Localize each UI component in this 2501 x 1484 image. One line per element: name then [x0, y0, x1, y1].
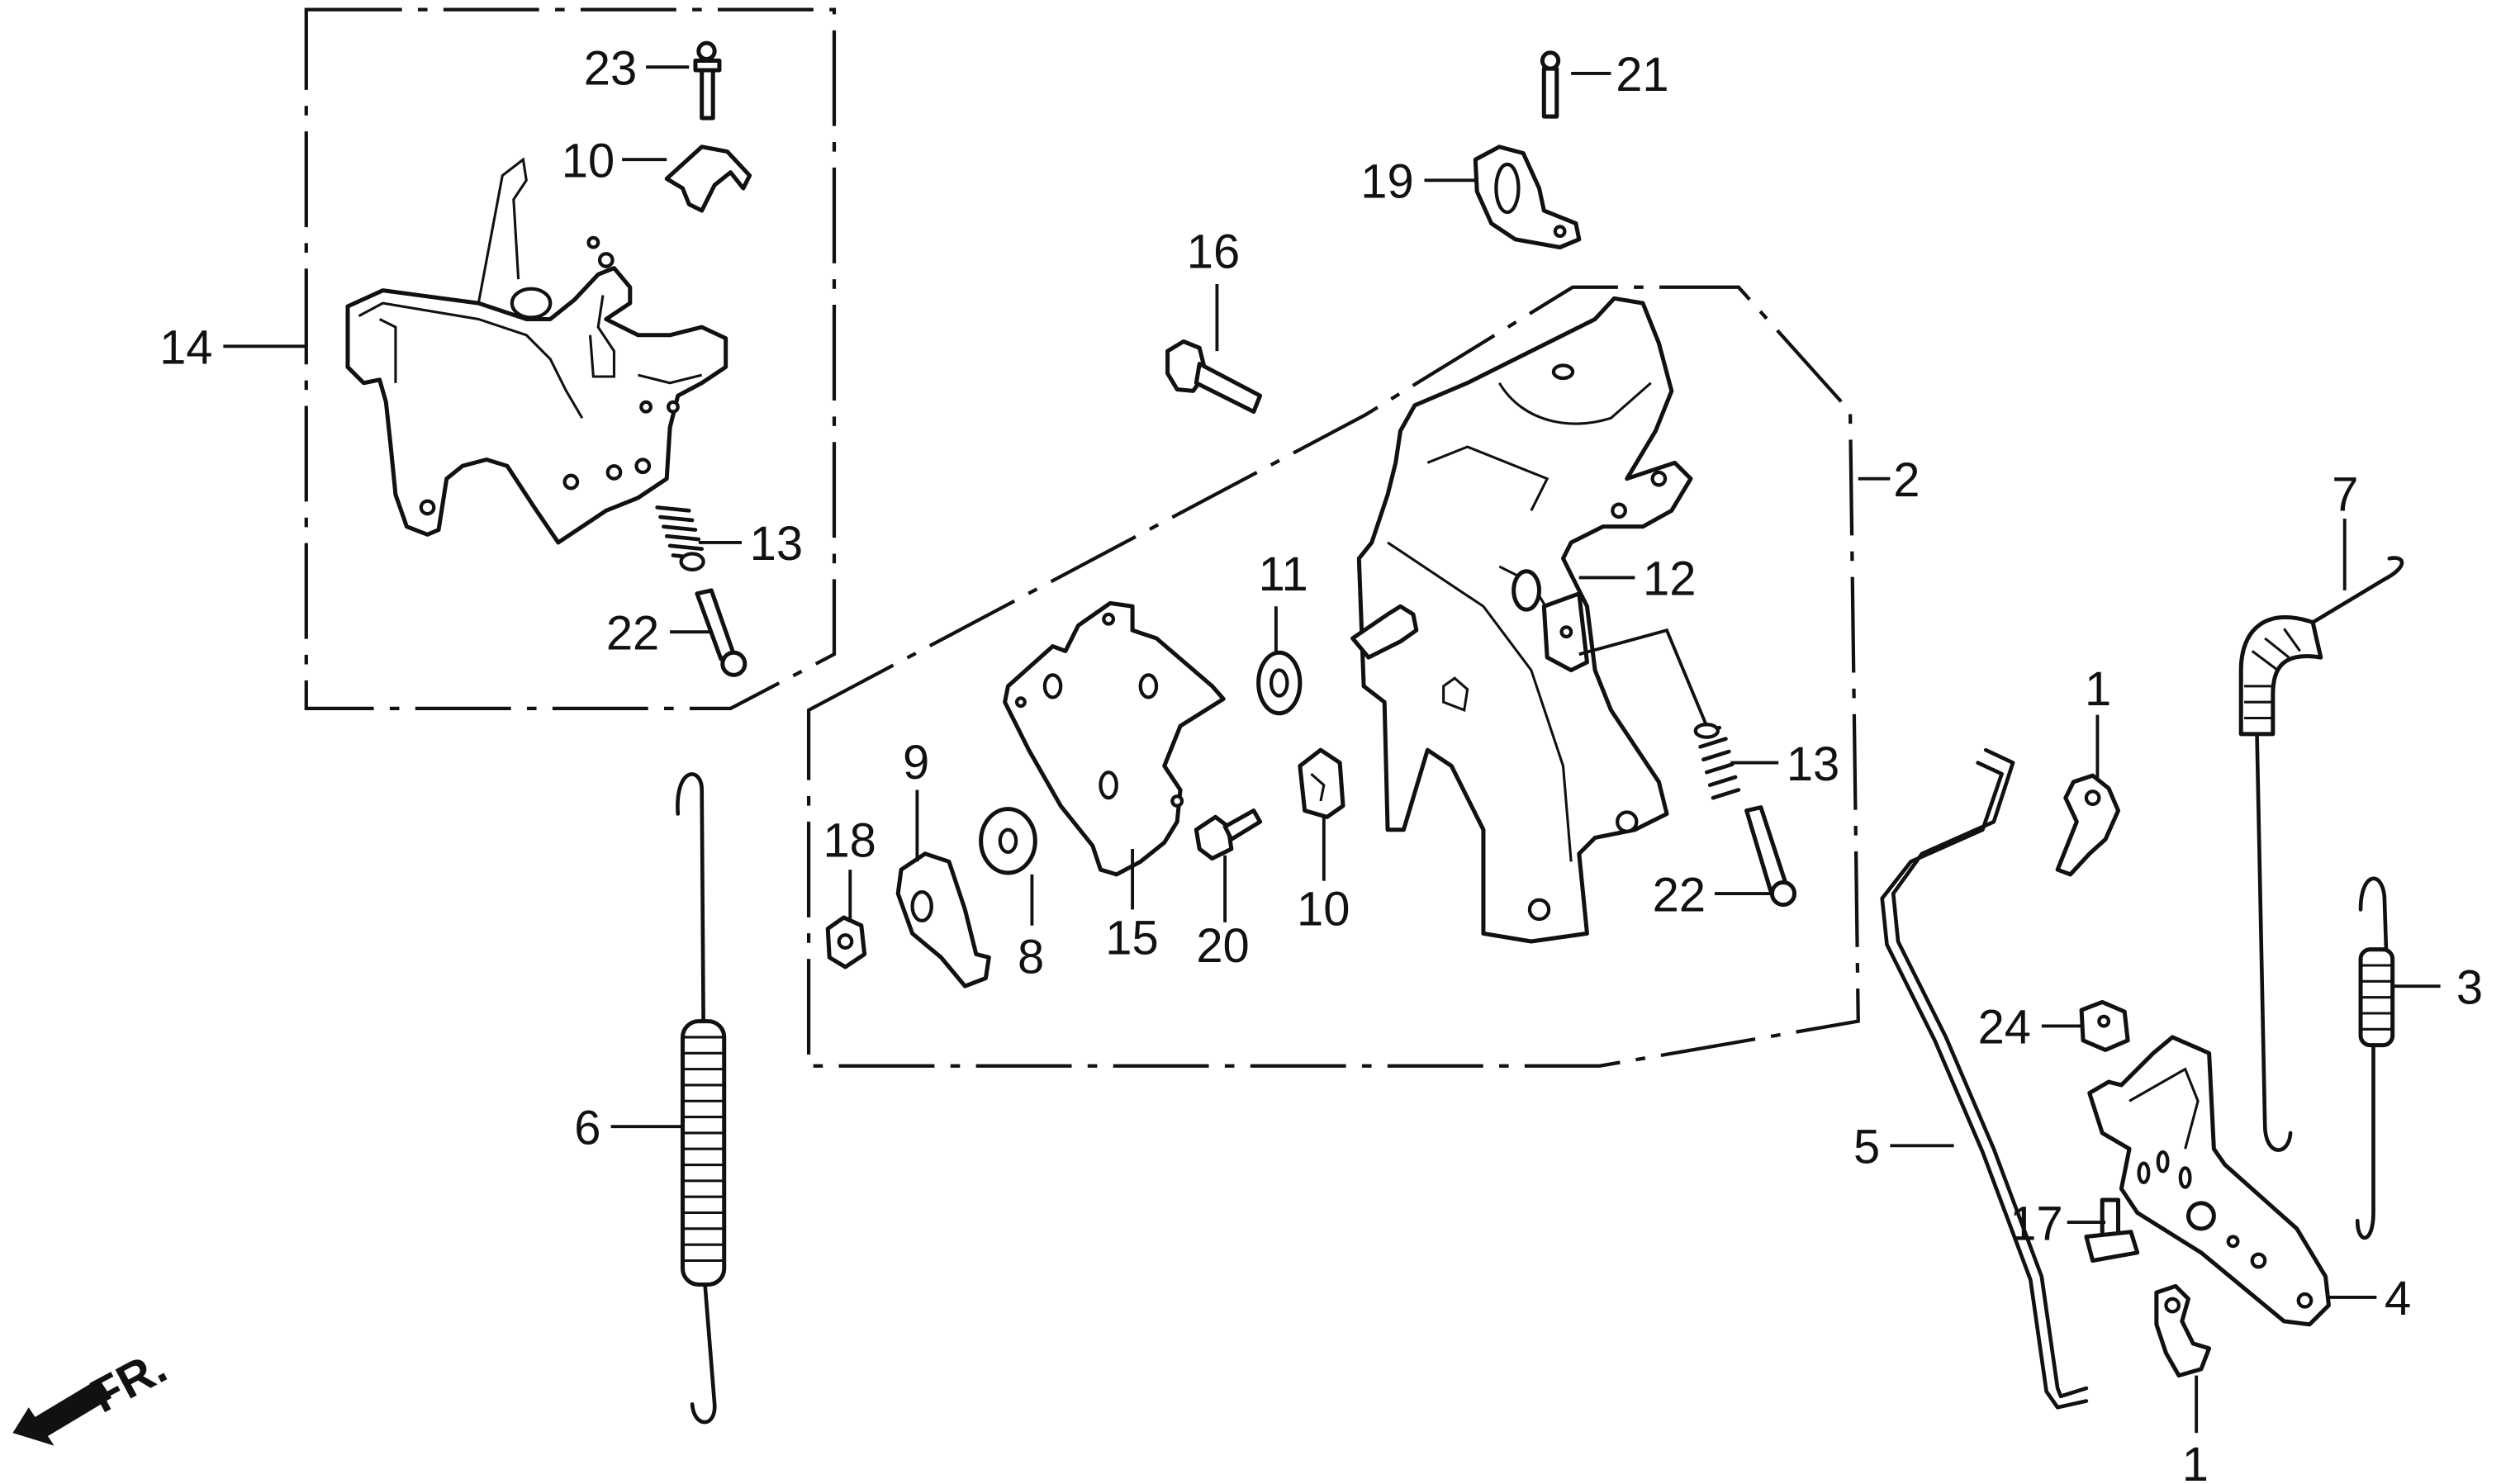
part-21-screw[interactable] — [1540, 50, 1561, 119]
callout-7: 7 — [2332, 468, 2358, 521]
callout-10-upper: 10 — [562, 135, 615, 187]
callout-15: 15 — [1105, 912, 1158, 965]
assembly-14-boundary — [304, 7, 837, 711]
part-22-screw-upper[interactable] — [695, 588, 747, 677]
callout-24: 24 — [1978, 1002, 2031, 1055]
callout-20: 20 — [1196, 920, 1249, 973]
callout-6: 6 — [574, 1102, 600, 1154]
part-5-rod[interactable] — [1880, 747, 2089, 1410]
part-2-control-plate[interactable] — [1350, 296, 1693, 944]
front-direction-arrow-icon — [12, 1378, 112, 1446]
part-18-nut[interactable] — [825, 915, 867, 970]
callout-13-lower: 13 — [1787, 738, 1839, 791]
callout-22-lower: 22 — [1653, 869, 1706, 922]
callout-23: 23 — [584, 42, 637, 95]
part-20-bolt[interactable] — [1194, 808, 1263, 861]
part-12-cable-holder[interactable] — [1512, 569, 1589, 673]
callout-16: 16 — [1187, 226, 1240, 279]
callout-18: 18 — [823, 815, 876, 868]
part-8-washer[interactable] — [979, 807, 1037, 875]
part-23-bolt[interactable] — [693, 40, 722, 121]
part-9-lever[interactable] — [895, 851, 991, 989]
callout-9: 9 — [903, 737, 929, 789]
callout-22-upper: 22 — [606, 607, 659, 660]
part-10-clip-upper[interactable] — [664, 145, 752, 213]
part-15-plate[interactable] — [1003, 600, 1226, 877]
part-3-spring[interactable] — [2355, 876, 2395, 1240]
front-direction-label: FR. — [83, 1340, 175, 1423]
part-24-nut[interactable] — [2079, 999, 2130, 1052]
part-14-bracket[interactable] — [345, 157, 728, 545]
callout-19: 19 — [1360, 156, 1413, 209]
callout-4: 4 — [2385, 1273, 2411, 1325]
callout-5: 5 — [1853, 1121, 1880, 1174]
callout-2: 2 — [1893, 454, 1920, 507]
callout-11: 11 — [1259, 548, 1308, 601]
callout-1-lower: 1 — [2182, 1439, 2209, 1484]
part-6-long-spring[interactable] — [676, 772, 727, 1425]
part-1-joint-lower[interactable] — [2154, 1283, 2212, 1378]
callout-21: 21 — [1616, 49, 1668, 102]
part-19-clamp[interactable] — [1473, 145, 1582, 250]
callout-3: 3 — [2456, 961, 2483, 1014]
callout-12: 12 — [1643, 553, 1696, 606]
part-1-joint-upper[interactable] — [2055, 773, 2121, 877]
callout-1-upper: 1 — [2085, 663, 2111, 716]
part-13-spring-upper[interactable] — [655, 505, 705, 571]
part-16-flange-bolt[interactable] — [1165, 339, 1263, 415]
part-4-lever-arm[interactable] — [2087, 1035, 2331, 1327]
part-7-governor-spring[interactable] — [2238, 556, 2404, 1152]
part-10-clip-lower[interactable] — [1298, 747, 1345, 819]
assembly-2-boundary — [806, 285, 1860, 1068]
callout-17: 17 — [2010, 1197, 2062, 1250]
callout-13-upper: 13 — [750, 518, 803, 571]
callout-14: 14 — [159, 322, 212, 375]
part-17-bolt[interactable] — [2084, 1197, 2140, 1263]
part-22-screw-lower[interactable] — [1744, 805, 1797, 908]
callout-8: 8 — [1018, 932, 1044, 984]
leader-lines — [223, 65, 2441, 1434]
part-11-washer[interactable] — [1256, 650, 1303, 716]
callout-10-lower: 10 — [1297, 884, 1350, 936]
